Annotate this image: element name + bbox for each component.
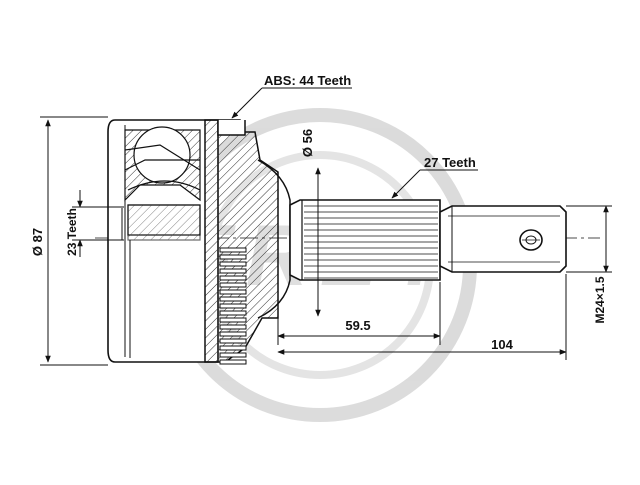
abs-tooth <box>219 331 247 337</box>
abs-tooth <box>219 303 247 309</box>
label-length-short: 59.5 <box>345 318 370 333</box>
abs-tooth <box>219 359 247 365</box>
abs-tooth <box>219 324 247 330</box>
abs-tooth <box>219 275 247 281</box>
callout-abs <box>231 87 352 119</box>
abs-ring <box>219 247 247 365</box>
label-length-total: 104 <box>491 337 513 352</box>
abs-tooth <box>219 268 247 274</box>
abs-tooth <box>219 352 247 358</box>
abs-tooth <box>219 310 247 316</box>
label-shaft-diameter: Ø 56 <box>300 129 315 157</box>
ball-cage <box>124 126 201 358</box>
abs-tooth <box>219 254 247 260</box>
joint-neck <box>204 119 291 363</box>
threaded-stub <box>439 205 567 273</box>
dim-inner-teeth <box>72 190 124 257</box>
spline-lines <box>304 205 438 279</box>
abs-tooth <box>219 289 247 295</box>
label-thread: M24×1.5 <box>593 276 607 323</box>
abs-tooth <box>219 345 247 351</box>
abs-tooth <box>219 282 247 288</box>
callout-spline <box>391 169 478 199</box>
dim-length-short <box>277 282 441 345</box>
label-spline-teeth: 27 Teeth <box>424 155 476 170</box>
dim-length-total <box>277 274 567 360</box>
label-outer-diameter: Ø 87 <box>30 228 45 256</box>
label-inner-teeth: 23 Teeth <box>65 208 79 256</box>
spline-shaft <box>289 199 441 281</box>
abs-tooth <box>219 261 247 267</box>
dim-outer-diameter <box>40 116 108 366</box>
ball-upper <box>133 126 191 184</box>
dim-thread <box>566 205 612 273</box>
abs-tooth <box>219 247 247 253</box>
abs-tooth <box>219 338 247 344</box>
label-abs-teeth: ABS: 44 Teeth <box>264 73 351 88</box>
abs-tooth <box>219 317 247 323</box>
abs-tooth <box>219 296 247 302</box>
